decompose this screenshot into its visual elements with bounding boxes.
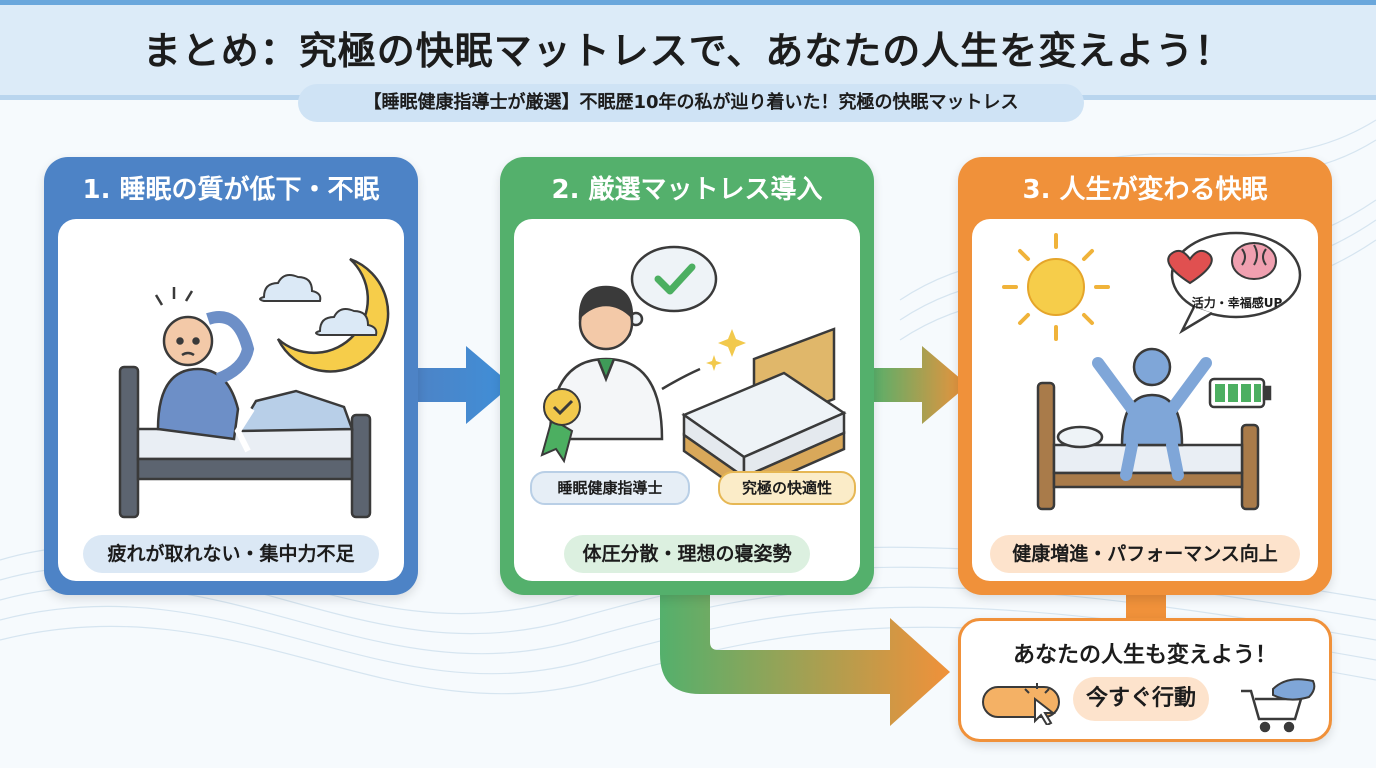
battery-icon bbox=[1208, 377, 1272, 409]
refreshed-person-illustration bbox=[1002, 231, 1302, 511]
expert-badge-label: 睡眠健康指導士 bbox=[530, 471, 690, 505]
comfort-bubble-label: 究極の快適性 bbox=[718, 471, 856, 505]
step-3-caption: 健康増進・パフォーマンス向上 bbox=[990, 535, 1300, 573]
insomnia-illustration bbox=[118, 257, 390, 519]
subtitle-pill: 【睡眠健康指導士が厳選】不眠歴10年の私が辿り着いた！究極の快眠マットレス bbox=[298, 84, 1084, 122]
arrow-2-to-3 bbox=[870, 346, 968, 424]
step-card-3: 3. 人生が変わる快眠 bbox=[958, 157, 1332, 595]
blanket-icon bbox=[235, 389, 354, 433]
step-2-illustration-panel: 睡眠健康指導士 究極の快適性 体圧分散・理想の寝姿勢 bbox=[514, 219, 860, 581]
cta-title: あなたの人生も変えよう！ bbox=[1012, 643, 1277, 668]
award-badge-icon bbox=[540, 388, 581, 464]
sleep-mask-icon bbox=[1272, 678, 1316, 701]
shopping-cart-icon bbox=[1241, 678, 1316, 733]
tired-person-icon bbox=[156, 311, 255, 441]
sun-icon bbox=[1002, 233, 1110, 341]
check-icon bbox=[654, 263, 696, 295]
step-3-title: 3. 人生が変わる快眠 bbox=[1022, 175, 1268, 205]
cta-box: あなたの人生も変えよう！ 今すぐ行動 bbox=[958, 618, 1332, 742]
step-1-caption: 疲れが取れない・集中力不足 bbox=[83, 535, 379, 573]
step-1-illustration-panel: 疲れが取れない・集中力不足 bbox=[58, 219, 404, 581]
connector-3-to-cta bbox=[1126, 594, 1166, 620]
page-title: まとめ：究極の快眠マットレスで、あなたの人生を変えよう！ bbox=[142, 29, 1234, 73]
step-2-title: 2. 厳選マットレス導入 bbox=[551, 175, 823, 205]
heart-icon bbox=[1167, 249, 1213, 285]
crack-mark bbox=[234, 407, 255, 453]
step-2-caption: 体圧分散・理想の寝姿勢 bbox=[564, 535, 810, 573]
act-now-button[interactable]: 今すぐ行動 bbox=[1073, 677, 1209, 721]
bed-icon bbox=[118, 365, 372, 519]
bed-icon bbox=[1036, 381, 1260, 511]
click-toggle-icon bbox=[982, 683, 1060, 725]
step-card-2: 2. 厳選マットレス導入 bbox=[500, 157, 874, 595]
arrow-1-to-2 bbox=[414, 346, 512, 424]
stretching-person-icon bbox=[1092, 347, 1212, 481]
expert-mattress-illustration bbox=[540, 245, 847, 496]
step-3-illustration-panel: 活力・幸福感UP 健康増進・パフォーマンス向上 bbox=[972, 219, 1318, 581]
sparkle-icon bbox=[706, 329, 746, 371]
sleep-expert-icon bbox=[548, 285, 701, 441]
arrow-2-to-cta bbox=[660, 590, 950, 726]
vitality-label: 活力・幸福感UP bbox=[1191, 296, 1283, 310]
step-card-1: 1. 睡眠の質が低下・不眠 bbox=[44, 157, 418, 595]
stress-marks bbox=[154, 287, 194, 306]
cloud-icon bbox=[259, 274, 378, 336]
brain-icon bbox=[1231, 242, 1277, 280]
mattress-icon bbox=[681, 327, 847, 496]
step-1-title: 1. 睡眠の質が低下・不眠 bbox=[82, 175, 380, 205]
